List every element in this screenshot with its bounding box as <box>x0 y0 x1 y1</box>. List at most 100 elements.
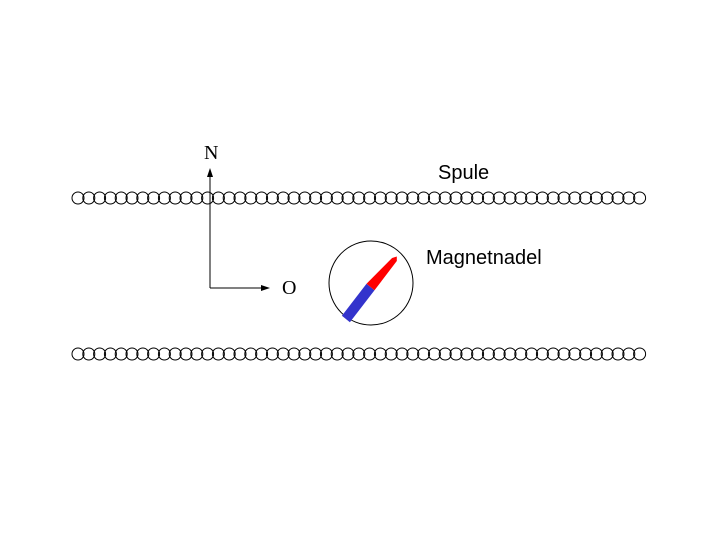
coil-loop <box>136 347 150 361</box>
coil-label: Spule <box>438 162 489 184</box>
coil-loop <box>492 347 506 361</box>
coil-loop <box>352 191 366 205</box>
coil-loop <box>287 347 301 361</box>
coil-loop <box>233 191 247 205</box>
coil-windings-top <box>71 191 647 205</box>
coil-loop <box>201 191 215 205</box>
coil-loop <box>417 347 431 361</box>
coil-loop <box>82 347 96 361</box>
coil-loop <box>179 191 193 205</box>
coil-loop <box>179 347 193 361</box>
north-arrowhead <box>207 168 213 177</box>
coil-loop <box>93 347 107 361</box>
coil-loop <box>147 347 161 361</box>
coil-loop <box>114 191 128 205</box>
coil-loop <box>557 347 571 361</box>
coil-loop <box>222 347 236 361</box>
north-label: N <box>204 142 218 164</box>
coil-loop <box>363 191 377 205</box>
coil-loop <box>589 191 603 205</box>
coil-loop <box>319 191 333 205</box>
coil-loop <box>384 191 398 205</box>
coil-loop <box>373 347 387 361</box>
coil-loop <box>190 347 204 361</box>
coil-loop <box>190 191 204 205</box>
coil-loop <box>492 191 506 205</box>
coil-loop <box>546 191 560 205</box>
compass <box>328 240 414 326</box>
coil-loop <box>211 347 225 361</box>
coil-loop <box>525 347 539 361</box>
coil-loop <box>265 191 279 205</box>
coil-loop <box>503 347 517 361</box>
coil-loop <box>406 191 420 205</box>
coil-loop <box>71 191 85 205</box>
coil-loop <box>341 191 355 205</box>
coil-loop <box>330 347 344 361</box>
coil-loop <box>384 347 398 361</box>
coil-loop <box>471 347 485 361</box>
coil-loop <box>265 347 279 361</box>
coil-loop <box>525 191 539 205</box>
coil-loop <box>211 191 225 205</box>
coil-loop <box>244 191 258 205</box>
coil-loop <box>568 191 582 205</box>
coil-loop <box>157 347 171 361</box>
coil-loop <box>147 191 161 205</box>
coil-loop <box>546 347 560 361</box>
coil-loop <box>633 191 647 205</box>
coil-loop <box>373 191 387 205</box>
coil-loop <box>319 347 333 361</box>
coil-loop <box>82 191 96 205</box>
coil-loop <box>222 191 236 205</box>
coil-loop <box>514 191 528 205</box>
coil-loop <box>568 347 582 361</box>
coil-loop <box>600 191 614 205</box>
coil-loop <box>438 191 452 205</box>
coil-loop <box>622 347 636 361</box>
coil-loop <box>157 191 171 205</box>
coil-loop <box>449 191 463 205</box>
coil-loop <box>276 347 290 361</box>
coil-loop <box>255 191 269 205</box>
coil-loop <box>438 347 452 361</box>
coil-loop <box>341 347 355 361</box>
coil-loop <box>633 347 647 361</box>
coil-loop <box>201 347 215 361</box>
coil-loop <box>168 191 182 205</box>
direction-arrows <box>207 168 270 291</box>
coil-loop <box>168 347 182 361</box>
coil-loop <box>417 191 431 205</box>
coil-loop <box>298 347 312 361</box>
coil-loop <box>535 191 549 205</box>
coil-loop <box>352 347 366 361</box>
coil-loop <box>103 191 117 205</box>
coil-loop <box>125 191 139 205</box>
coil-loop <box>298 191 312 205</box>
coil-loop <box>427 191 441 205</box>
east-label: O <box>282 277 296 299</box>
coil-windings-bottom <box>71 347 647 361</box>
coil-loop <box>503 191 517 205</box>
coil-loop <box>471 191 485 205</box>
coil-loop <box>363 347 377 361</box>
east-arrowhead <box>261 285 270 291</box>
coil-loop <box>395 347 409 361</box>
needle-label: Magnetnadel <box>426 247 542 269</box>
coil-loop <box>460 347 474 361</box>
coil-loop <box>579 347 593 361</box>
coil-loop <box>287 191 301 205</box>
coil-loop <box>136 191 150 205</box>
coil-loop <box>406 347 420 361</box>
coil-loop <box>255 347 269 361</box>
coil-loop <box>535 347 549 361</box>
coil-loop <box>600 347 614 361</box>
coil-loop <box>233 347 247 361</box>
needle-north-pole <box>366 256 397 291</box>
coil-loop <box>395 191 409 205</box>
coil-loop <box>244 347 258 361</box>
coil-loop <box>514 347 528 361</box>
coil-loop <box>622 191 636 205</box>
coil-loop <box>125 347 139 361</box>
